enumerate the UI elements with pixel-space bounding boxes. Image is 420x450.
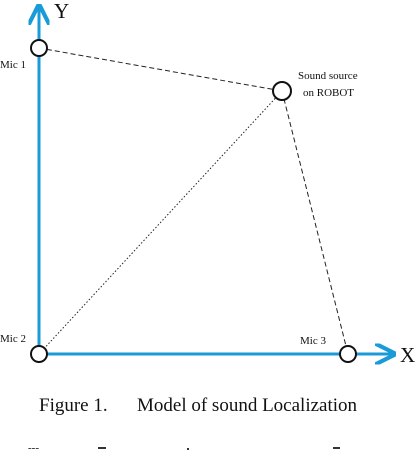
y-axis-label: Y <box>54 0 69 23</box>
mic1-label: Mic 1 <box>0 59 26 71</box>
mic1-node <box>30 39 48 57</box>
mic2-label: Mic 2 <box>0 333 26 345</box>
x-axis-label: X <box>400 343 415 367</box>
line-source-to-mic3 <box>281 90 349 355</box>
sound-source-label-line2: on ROBOT <box>303 87 354 99</box>
figure-title: Model of sound Localization <box>137 395 358 416</box>
mic3-label: Mic 3 <box>300 335 326 347</box>
sound-source-label-line1: Sound source <box>298 70 358 82</box>
sound-source-node <box>272 81 292 101</box>
mic2-node <box>30 345 48 363</box>
mic3-node <box>339 345 357 363</box>
figure-number: Figure 1. <box>39 395 108 416</box>
line-mic1-to-source <box>38 47 283 92</box>
footer-text-fragment: --- <box>28 442 39 450</box>
line-mic2-to-source <box>38 90 283 355</box>
